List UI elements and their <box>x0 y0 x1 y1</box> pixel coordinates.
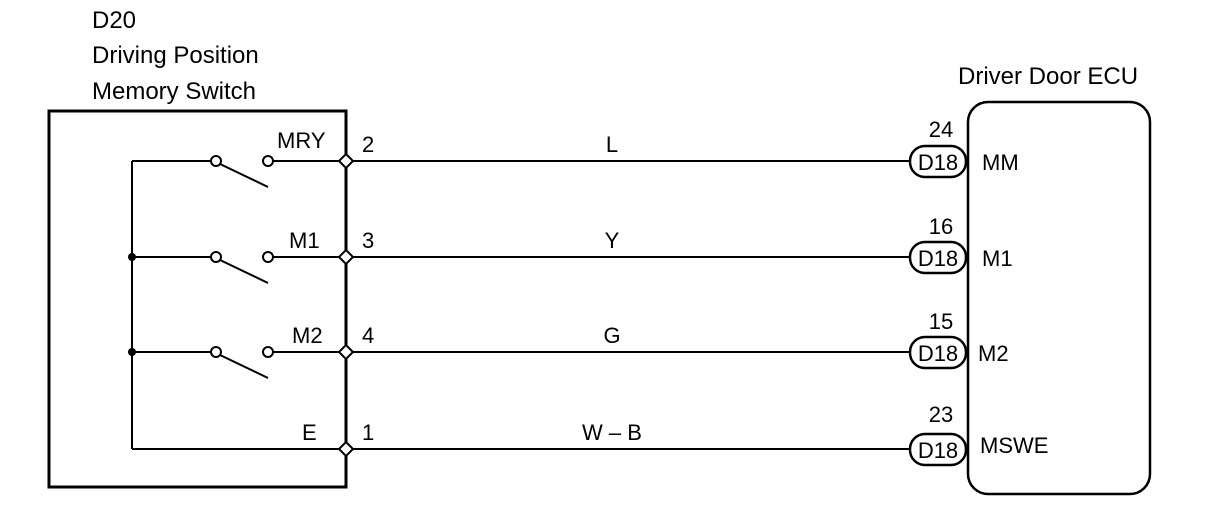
switch-m1 <box>210 251 340 284</box>
pin-diamond <box>337 248 355 266</box>
switch-mry <box>210 155 340 188</box>
ecu-body <box>966 100 1152 496</box>
wires <box>351 160 910 450</box>
ecu-name: Driver Door ECU <box>958 63 1138 90</box>
pin-diamond <box>337 152 355 170</box>
switch-name-line1: Driving Position <box>92 42 259 69</box>
junction-dot <box>128 348 136 356</box>
connector-label: D18 <box>918 150 958 175</box>
ecu-terminal-label: M1 <box>982 246 1013 271</box>
ecu-pin-number: 15 <box>929 309 953 334</box>
ecu-pin-number: 16 <box>929 214 953 239</box>
switch-name-line2: Memory Switch <box>92 78 256 105</box>
connector-capsule: D18 <box>908 144 968 179</box>
switch-body <box>47 109 348 489</box>
terminal-label-m1: M1 <box>289 228 320 253</box>
switch-id: D20 <box>92 7 136 34</box>
pin-number: 1 <box>362 420 374 445</box>
pin-diamond <box>337 440 355 458</box>
terminal-label-m2: M2 <box>292 323 323 348</box>
wire-color-label: G <box>603 323 620 348</box>
ecu-terminal-label: M2 <box>978 341 1009 366</box>
connector-label: D18 <box>918 246 958 271</box>
wire-color-label: L <box>606 132 618 157</box>
switch-m2 <box>210 346 340 379</box>
connector-label: D18 <box>918 341 958 366</box>
terminal-label-mry: MRY <box>277 128 326 153</box>
pin-number: 3 <box>362 228 374 253</box>
terminal-label-e: E <box>302 420 317 445</box>
connector-capsule: D18 <box>908 240 968 275</box>
connector-label: D18 <box>918 438 958 463</box>
junction-dot <box>128 253 136 261</box>
pin-number: 2 <box>362 132 374 157</box>
pin-diamond <box>337 343 355 361</box>
ecu-terminal-label: MM <box>982 150 1019 175</box>
ecu-terminal-label: MSWE <box>980 433 1048 458</box>
pin-number: 4 <box>362 323 374 348</box>
connector-capsule: D18 <box>908 432 968 467</box>
wire-color-label: W – B <box>582 420 642 445</box>
ecu-pin-number: 24 <box>929 117 953 142</box>
ecu-pin-number: 23 <box>929 402 953 427</box>
connector-capsule: D18 <box>908 335 968 370</box>
wire-color-label: Y <box>605 228 620 253</box>
common-bus <box>131 160 346 450</box>
